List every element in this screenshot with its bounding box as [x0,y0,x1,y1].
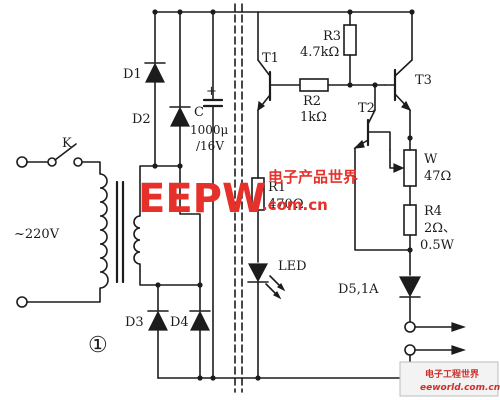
r4-value-label: 2Ω、 [424,221,456,236]
capacitor-value-label: 1000μ [190,123,229,137]
capacitor-plus-label: + [206,84,217,99]
switch-k-label: K [62,136,72,151]
t2-emitter-arrow [353,139,365,149]
transformer-primary-coil [99,173,109,289]
r2-value-label: 1kΩ [300,110,327,125]
led-diode [248,263,268,283]
eeworld-cn-label: 电子工程世界 [425,368,479,380]
led-ray-arrow-1 [276,282,286,292]
output-arrow-icon [451,322,466,332]
watermark-brand: EEPW [138,176,266,222]
eeworld-badge [399,361,499,397]
capacitor-name-label: C [194,105,204,120]
junction-dot [347,9,353,15]
transformer [99,165,201,289]
resistor-r2 [299,78,329,92]
junction-dot [210,9,216,15]
t3-emitter [394,93,411,139]
junction-dot [177,9,183,15]
diode-d2 [170,106,190,127]
d2-label: D2 [132,112,151,127]
wiper-wire [389,149,395,169]
switch-to-primary-wire [81,161,101,175]
figure-number: ① [88,333,108,358]
t3-emitter-arrow [401,100,412,112]
switch-k-blade [54,143,77,161]
d3-label: D3 [125,315,144,330]
resistor-r4 [403,204,417,236]
transformer-secondary-coil [133,215,141,265]
output-terminal-positive [404,321,416,333]
mains-voltage-label: ~220V [14,227,60,242]
switch-contact-left [47,157,57,167]
output-terminal-negative [404,344,416,356]
resistor-r3 [343,24,357,56]
r4-power-label: 0.5W [420,238,455,253]
junction-dot [197,375,203,381]
eepw-watermark: EEPW 电子产品世界 .com.cn [138,168,358,222]
t1-emitter-arrow [257,100,266,112]
junction-dot [152,163,158,169]
r4-name-label: R4 [424,204,442,219]
r1-name-label: R1 [268,180,286,195]
potentiometer-wiper-arrow [393,163,405,173]
t2-emitter [354,139,411,251]
junction-dot [177,163,183,169]
w-name-label: W [424,152,438,167]
watermark-site: .com.cn [262,196,328,214]
led-ray-arrow-2 [272,290,282,300]
r2-name-label: R2 [303,94,321,109]
r3-name-label: R3 [323,29,341,44]
potentiometer-w [403,149,417,187]
junction-dot [347,82,353,88]
junction-dot [407,135,413,141]
junction-dot [372,82,378,88]
capacitor-voltage-label: /16V [196,139,224,153]
junction-dot [210,375,216,381]
secondary-bottom-wire [139,263,201,286]
secondary-top-wire [139,165,181,217]
eeworld-watermark: 电子工程世界 eeworld.com.cn [399,361,500,397]
regulator-circuit: T1 R2 1kΩ R3 4.7kΩ T3 T2 [247,9,466,381]
w-value-label: 47Ω [424,169,451,184]
t2-base-wire [367,131,391,151]
mains-terminal-top [16,156,28,168]
mains-terminal-bottom [16,296,28,308]
junction-dot [155,282,161,288]
mains-wire-bottom [26,287,101,303]
junction-dot [407,247,413,253]
junction-dot [197,282,203,288]
junction-dot [409,9,415,15]
section-separator [234,3,243,393]
t1-label: T1 [262,51,279,66]
diode-d5 [399,276,421,298]
eeworld-url-label: eeworld.com.cn [420,383,500,393]
r1-value-label: 470Ω [268,197,304,212]
t1-collector [257,59,271,77]
watermark-cn-name: 电子产品世界 [268,168,358,186]
switch-contact-right [73,157,83,167]
t3-label: T3 [415,73,432,88]
d1-label: D1 [123,67,142,82]
t2-collector [367,109,376,125]
diode-d1 [145,62,165,83]
junction-dot [255,375,261,381]
r3-value-label: 4.7kΩ [300,45,339,60]
diode-d4 [190,310,210,331]
output-arrow-icon [451,345,466,355]
mains-input: K ~220V [14,136,101,308]
led-label: LED [278,259,307,274]
d4-top-wire [179,165,201,311]
t2-label: T2 [358,101,375,116]
diode-d3 [148,310,168,331]
t3-collector [394,59,413,77]
d5-label: D5,1A [338,282,379,297]
d4-label: D4 [170,315,189,330]
junction-dot [152,9,158,15]
